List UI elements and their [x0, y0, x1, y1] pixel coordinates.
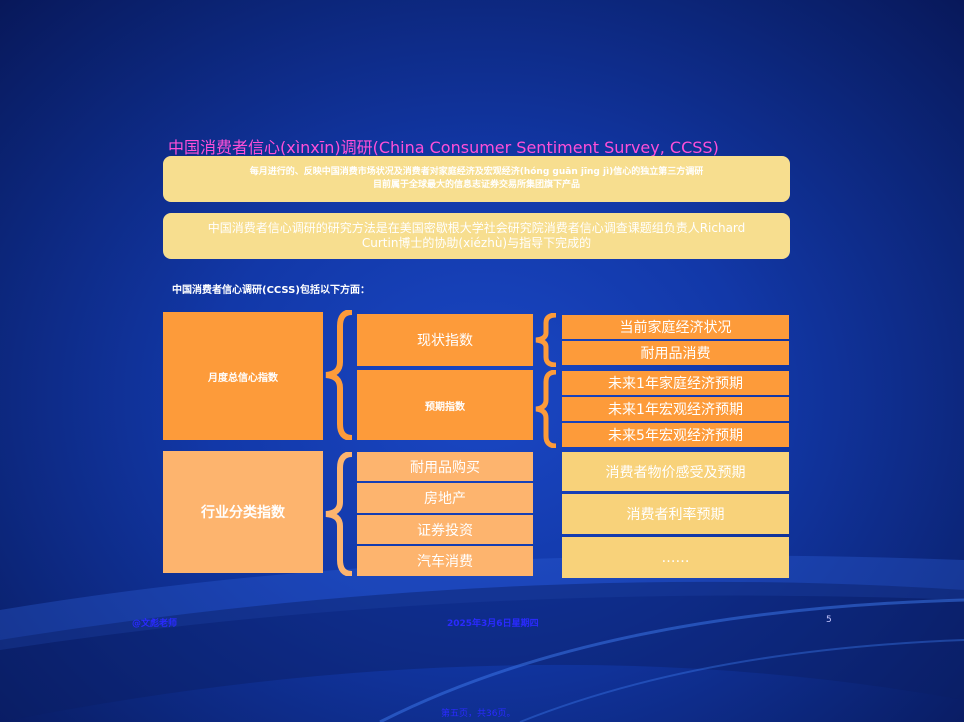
- methodology-line-2: Curtin博士的协助(xiézhù)与指导下完成的: [361, 236, 592, 250]
- brace-icon: [535, 313, 557, 367]
- page-title: 中国消费者信心(xìnxīn)调研(China Consumer Sentime…: [168, 138, 719, 157]
- industry-item-auto: 汽车消费: [357, 546, 533, 576]
- brace-icon: [325, 310, 353, 440]
- expect-item-5y-macro: 未来5年宏观经济预期: [562, 423, 789, 447]
- industry-item-realestate: 房地产: [357, 483, 533, 513]
- bottom-page-count: 第五页，共36页。: [441, 709, 516, 719]
- brace-icon: [325, 452, 353, 576]
- summary-line-1: 每月进行的、反映中国消费市场状况及消费者对家庭经济及宏观经济(hóng guān…: [249, 167, 704, 177]
- industry-right-more: ……: [562, 537, 789, 578]
- current-item-durables: 耐用品消费: [562, 341, 789, 365]
- expect-index-box: 预期指数: [357, 370, 533, 440]
- footer-date: 2025年3月6日星期四: [447, 619, 539, 629]
- brace-icon: [535, 370, 557, 448]
- industry-item-durables: 耐用品购买: [357, 452, 533, 481]
- current-item-household: 当前家庭经济状况: [562, 315, 789, 339]
- expect-item-1y-household: 未来1年家庭经济预期: [562, 371, 789, 395]
- current-index-box: 现状指数: [357, 314, 533, 366]
- summary-banner: 每月进行的、反映中国消费市场状况及消费者对家庭经济及宏观经济(hóng guān…: [163, 156, 790, 202]
- monthly-index-box: 月度总信心指数: [163, 312, 323, 440]
- methodology-banner: 中国消费者信心调研的研究方法是在美国密歇根大学社会研究院消费者信心调查课题组负责…: [163, 213, 790, 259]
- industry-item-securities: 证券投资: [357, 515, 533, 544]
- footer-author: @文彪老师: [132, 619, 178, 629]
- industry-index-box: 行业分类指数: [163, 451, 323, 573]
- page-number: 5: [826, 615, 832, 625]
- industry-right-rate: 消费者利率预期: [562, 494, 789, 534]
- methodology-line-1: 中国消费者信心调研的研究方法是在美国密歇根大学社会研究院消费者信心调查课题组负责…: [207, 221, 746, 235]
- summary-line-2: 目前属于全球最大的信息志证券交易所集团旗下产品: [372, 180, 580, 190]
- expect-item-1y-macro: 未来1年宏观经济预期: [562, 397, 789, 421]
- section-subtitle: 中国消费者信心调研(CCSS)包括以下方面：: [172, 285, 370, 296]
- industry-right-price: 消费者物价感受及预期: [562, 452, 789, 491]
